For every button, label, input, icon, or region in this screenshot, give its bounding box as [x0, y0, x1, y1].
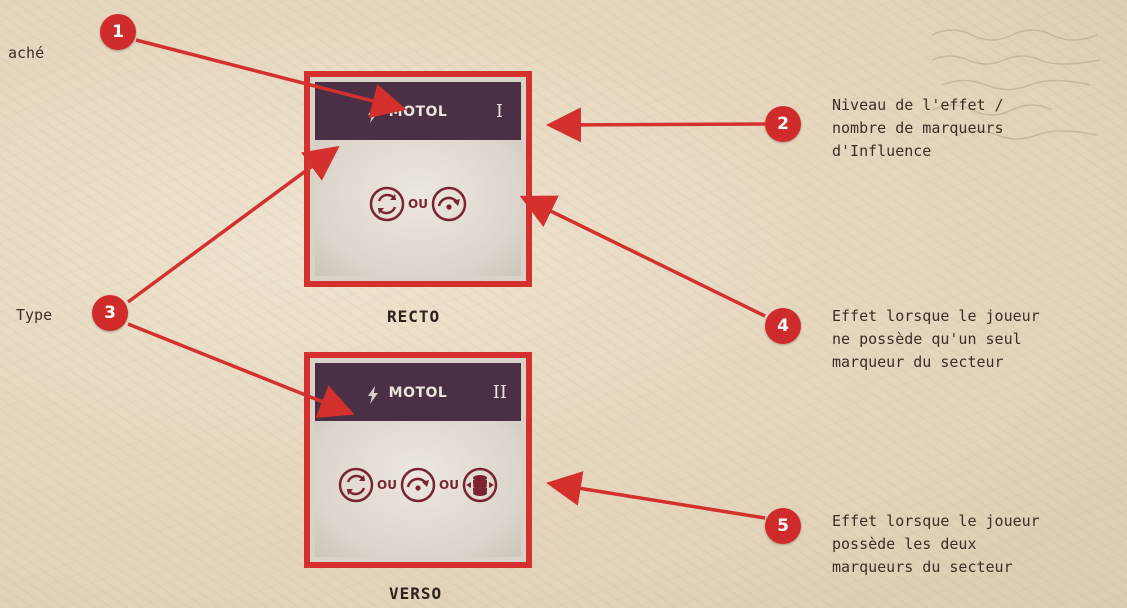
verso-card: MOTOL II OU OU: [304, 352, 532, 568]
recto-effects: OU: [315, 185, 521, 223]
verso-title: VERSO: [389, 584, 443, 603]
move-arc-icon: [431, 186, 467, 222]
label-level-line3: d'Influence: [832, 142, 932, 160]
verso-sector-name: MOTOL: [388, 385, 448, 401]
verso-effects: OU OU: [315, 466, 521, 504]
recto-ou-separator: OU: [408, 197, 428, 211]
label-level: Niveau de l'effet / nombre de marqueurs …: [832, 94, 1004, 163]
recto-card-header: MOTOL I: [315, 82, 521, 140]
label-level-line1: Niveau de l'effet /: [832, 96, 1004, 114]
verso-card-header: MOTOL II: [315, 363, 521, 421]
lightning-icon: [368, 386, 378, 404]
move-arc-icon: [400, 467, 436, 503]
callout-badge-2: 2: [765, 106, 801, 142]
label-single-line2: ne possède qu'un seul: [832, 330, 1022, 348]
label-both-line3: marqueurs du secteur: [832, 558, 1013, 576]
label-both-markers: Effet lorsque le joueur possède les deux…: [832, 510, 1040, 579]
verso-level: II: [492, 382, 507, 403]
recto-card: MOTOL I OU: [304, 71, 532, 287]
label-cache: aché: [8, 44, 45, 62]
callout-badge-3: 3: [92, 295, 128, 331]
label-single-line1: Effet lorsque le joueur: [832, 307, 1040, 325]
label-single-line3: marqueur du secteur: [832, 353, 1004, 371]
recto-level: I: [495, 101, 503, 122]
label-single-marker: Effet lorsque le joueur ne possède qu'un…: [832, 305, 1040, 374]
arrow-5: [546, 471, 766, 520]
arrow-2: [546, 107, 766, 143]
reroll-icon: [369, 186, 405, 222]
label-type: Type: [16, 306, 53, 324]
callout-badge-5: 5: [765, 508, 801, 544]
marker-stack-icon: [462, 467, 498, 503]
label-level-line2: nombre de marqueurs: [832, 119, 1004, 137]
recto-card-body: [315, 140, 521, 276]
verso-ou-separator-2: OU: [439, 478, 459, 492]
recto-title: RECTO: [387, 307, 441, 326]
verso-ou-separator-1: OU: [377, 478, 397, 492]
recto-sector-name: MOTOL: [388, 104, 448, 120]
arrow-4: [519, 195, 766, 318]
label-both-line2: possède les deux: [832, 535, 977, 553]
callout-badge-1: 1: [100, 14, 136, 50]
callout-badge-4: 4: [765, 308, 801, 344]
reroll-icon: [338, 467, 374, 503]
label-both-line1: Effet lorsque le joueur: [832, 512, 1040, 530]
